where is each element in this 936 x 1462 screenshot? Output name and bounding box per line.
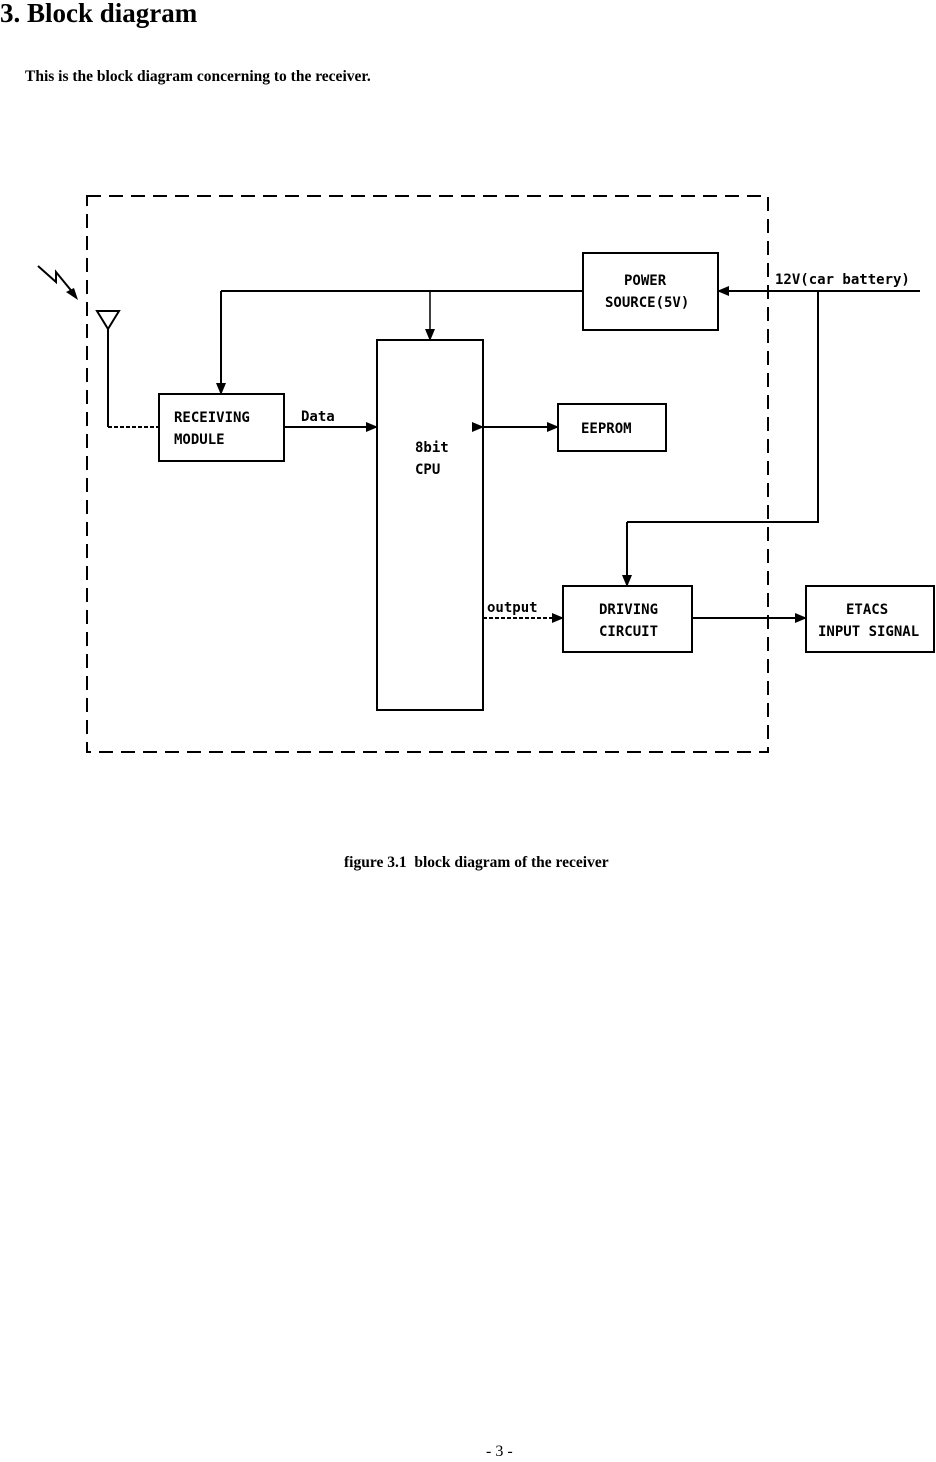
- etacs-label-2: INPUT SIGNAL: [818, 624, 919, 640]
- receiving-module-label-2: MODULE: [174, 432, 225, 448]
- receiving-module-block: RECEIVING MODULE: [158, 393, 285, 462]
- etacs-block: ETACS INPUT SIGNAL: [805, 585, 935, 653]
- figure-caption: figure 3.1 block diagram of the receiver: [344, 854, 609, 871]
- driving-circuit-block: DRIVING CIRCUIT: [562, 585, 693, 653]
- power-source-label-1: POWER: [624, 273, 667, 289]
- cpu-label-2: CPU: [415, 462, 440, 478]
- signal-lightning-icon: [37, 265, 78, 300]
- eeprom-block: EEPROM: [557, 403, 667, 452]
- power-source-block: POWER SOURCE(5V): [582, 252, 719, 331]
- driving-circuit-label-1: DRIVING: [599, 602, 658, 618]
- eeprom-label: EEPROM: [581, 421, 632, 437]
- cpu-block: 8bit CPU: [376, 339, 484, 711]
- driving-circuit-label-2: CIRCUIT: [599, 624, 658, 640]
- output-label: output: [487, 600, 538, 616]
- intro-text: This is the block diagram concerning to …: [25, 68, 371, 85]
- block-diagram: RECEIVING MODULE Data 8bit CPU EEPROM PO…: [37, 195, 935, 753]
- battery-label: 12V(car battery): [775, 272, 910, 288]
- etacs-label-1: ETACS: [846, 602, 888, 618]
- antenna-icon: [95, 310, 121, 427]
- power-source-label-2: SOURCE(5V): [605, 295, 689, 311]
- receiver-boundary: [86, 195, 769, 753]
- battery-to-driving-line: [627, 291, 819, 523]
- cpu-label-1: 8bit: [415, 440, 449, 456]
- data-label: Data: [301, 409, 335, 425]
- receiving-module-label-1: RECEIVING: [174, 410, 250, 426]
- page-number: - 3 -: [486, 1443, 513, 1460]
- section-heading: 3. Block diagram: [0, 0, 198, 28]
